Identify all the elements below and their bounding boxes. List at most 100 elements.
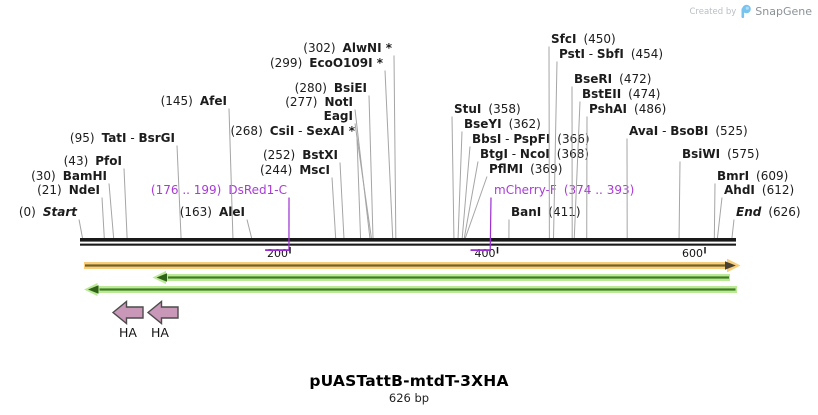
site-position: (472) [619, 72, 652, 86]
site-label-MscI[interactable]: (244)MscI [260, 164, 330, 177]
site-label-BseRI[interactable]: BseRI (472) [574, 73, 651, 86]
forward-strand-arrow[interactable] [84, 258, 741, 273]
leader-line [451, 116, 455, 239]
leader-line [339, 162, 345, 239]
site-label-NotI[interactable]: (277) NotI [285, 96, 353, 109]
site-label-PstISbfI[interactable]: PstI - SbfI (454) [559, 48, 663, 61]
ha-arrow-2[interactable] [146, 300, 179, 325]
watermark-brand-text: SnapGene [755, 5, 812, 18]
site-name-separator: - [507, 147, 520, 161]
reverse-strand-arrow-2[interactable] [84, 282, 737, 297]
site-name-part: BmrI [717, 169, 750, 183]
site-position: (454) [630, 47, 664, 61]
site-position: (176 .. 199) [150, 183, 222, 197]
primer-label-mCherryF[interactable]: mCherry-F (374 .. 393) [494, 184, 634, 197]
site-label-AfeI[interactable]: (145)AfeI [161, 95, 227, 108]
site-label-TatIBsrGI[interactable]: (95)TatI - BsrGI [70, 132, 175, 145]
site-name-part: BsrGI [138, 131, 175, 145]
site-label-CsiISexAI[interactable]: (268)CsiI - SexAI * [230, 125, 355, 138]
site-name-part: MscI [299, 163, 330, 177]
reverse-strand-arrow-1[interactable] [152, 270, 731, 285]
leader-line [461, 146, 471, 239]
site-label-PfoI[interactable]: (43)PfoI [64, 155, 122, 168]
watermark-created-by-text: Created by [689, 6, 737, 17]
site-label-BseYI[interactable]: BseYI (362) [464, 118, 541, 131]
primer-bar-mCherryF[interactable] [470, 249, 491, 251]
site-label-AlwNI[interactable]: (302)AlwNI * [303, 42, 392, 55]
site-name: PstI - SbfI [559, 47, 624, 61]
watermark: Created by SnapGene [689, 4, 812, 19]
site-label-BbsIPspFI[interactable]: BbsI - PspFI(366) [472, 133, 590, 146]
reverse-arrowhead-inner-2 [88, 285, 99, 294]
leader-line [393, 55, 397, 239]
site-name-part: PstI [559, 47, 585, 61]
site-name-part: BstXI [302, 148, 338, 162]
ha-arrow-1[interactable] [111, 300, 144, 325]
site-label-BamHI[interactable]: (30)BamHI [31, 170, 107, 183]
site-label-Start[interactable]: (0)Start [19, 206, 77, 219]
site-name: EagI [324, 109, 353, 123]
site-name-part: PshAI [589, 102, 628, 116]
primer-annotations[interactable] [265, 197, 492, 252]
site-name: DsRed1-C [228, 183, 287, 197]
leader-line [457, 131, 463, 239]
primer-bar-DsRed1C[interactable] [265, 249, 289, 251]
site-position: (374 .. 393) [563, 183, 635, 197]
site-name-part: AvaI [629, 124, 659, 138]
site-label-AhdI[interactable]: AhdI(612) [724, 184, 794, 197]
ruler-bar-top[interactable] [80, 238, 736, 242]
ruler-bar-bottom[interactable] [80, 243, 736, 246]
site-name: BseRI [574, 72, 612, 86]
site-name-separator: - [294, 124, 307, 138]
site-name-part: End [736, 205, 762, 219]
site-position: (362) [508, 117, 541, 131]
site-label-NdeI[interactable]: (21)NdeI [37, 184, 100, 197]
site-position: (474) [628, 87, 661, 101]
site-position: (366) [557, 132, 590, 146]
ruler-tick [496, 247, 499, 254]
site-name: mCherry-F [494, 183, 557, 197]
site-label-EcoO109I[interactable]: (299) EcoO109I * [270, 57, 383, 70]
leader-line [368, 95, 374, 239]
site-name: PfoI [95, 154, 122, 168]
site-label-AleI[interactable]: (163)AleI [180, 206, 245, 219]
site-label-BsiEI[interactable]: (280)BsiEI [295, 82, 367, 95]
site-name: PshAI [589, 102, 627, 116]
site-name-separator: - [584, 47, 597, 61]
leader-line [553, 61, 558, 239]
ruler-ticks [289, 247, 706, 254]
site-name-part: NotI [324, 95, 354, 109]
site-position: (0) [18, 205, 36, 219]
site-label-BsiWI[interactable]: BsiWI(575) [682, 148, 759, 161]
primer-leader-line [489, 197, 492, 251]
site-position: (277) [285, 95, 318, 109]
site-label-AvaIBsoBI[interactable]: AvaI - BsoBI(525) [629, 125, 748, 138]
site-label-StuI[interactable]: StuI(358) [454, 103, 521, 116]
ruler-tick-label: 600 [682, 247, 703, 260]
site-name-part: BtgI [480, 147, 508, 161]
site-label-EagI[interactable]: EagI [324, 110, 353, 123]
site-label-SfcI[interactable]: SfcI(450) [551, 33, 616, 46]
site-name-part: EcoO109I * [309, 56, 383, 70]
site-name: BseYI [464, 117, 502, 131]
site-name-part: StuI [454, 102, 482, 116]
ha-label-1: HA [119, 325, 137, 340]
site-name-part: AhdI [724, 183, 755, 197]
site-label-BtgINcoI[interactable]: BtgI - NcoI(368) [480, 148, 589, 161]
site-position: (609) [756, 169, 789, 183]
site-name-part: BsiWI [682, 147, 721, 161]
primer-label-DsRed1C[interactable]: (176 .. 199) DsRed1-C [151, 184, 287, 197]
site-label-BstXI[interactable]: (252)BstXI [263, 149, 338, 162]
site-label-PshAI[interactable]: PshAI(486) [589, 103, 666, 116]
map-title: pUASTattB-mtdT-3XHA [309, 372, 509, 390]
leader-line [464, 176, 488, 239]
site-position: (299) [269, 56, 303, 70]
sequence-ruler[interactable] [80, 238, 736, 254]
site-label-BmrI[interactable]: BmrI (609) [717, 170, 788, 183]
forward-arrowhead-inner [725, 261, 736, 270]
site-label-BstEII[interactable]: BstEII(474) [582, 88, 660, 101]
site-name: AfeI [200, 94, 227, 108]
ha-feature-arrows[interactable] [111, 300, 179, 325]
site-name-part: AfeI [199, 94, 227, 108]
site-label-End[interactable]: End(626) [736, 206, 801, 219]
